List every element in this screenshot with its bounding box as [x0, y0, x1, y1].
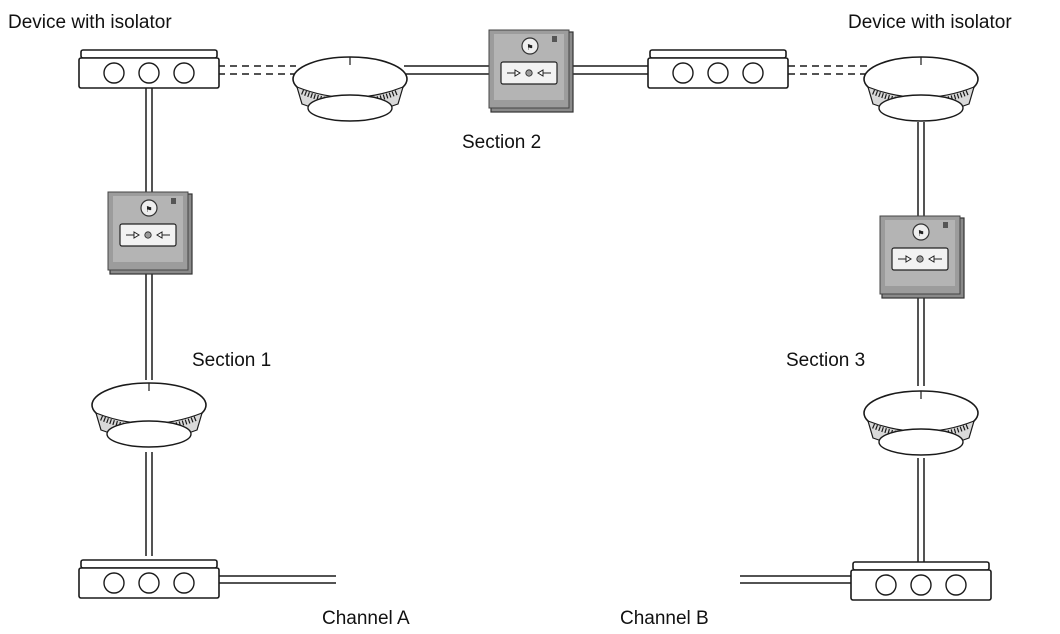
isolator-box-top-left	[78, 49, 220, 89]
smoke-detector-top	[293, 57, 407, 121]
box-top-right	[647, 49, 789, 89]
label-device-with-isolator-right: Device with isolator	[848, 12, 1012, 33]
label-device-with-isolator-left: Device with isolator	[8, 12, 172, 33]
box-bottom-right	[850, 561, 992, 601]
label-channel-a: Channel A	[322, 608, 410, 629]
label-channel-b: Channel B	[620, 608, 709, 629]
smoke-detector-right	[864, 391, 978, 455]
smoke-detector-left	[92, 383, 206, 447]
box-bottom-left	[78, 559, 220, 599]
label-section-1: Section 1	[192, 350, 272, 371]
label-section-2: Section 2	[462, 132, 542, 153]
call-point-left	[107, 191, 193, 275]
wiring	[145, 65, 925, 584]
smoke-detector-top-right	[864, 57, 978, 121]
call-point-top	[488, 29, 574, 113]
call-point-right	[879, 215, 965, 299]
label-section-3: Section 3	[786, 350, 866, 371]
dashed-links	[218, 65, 868, 75]
